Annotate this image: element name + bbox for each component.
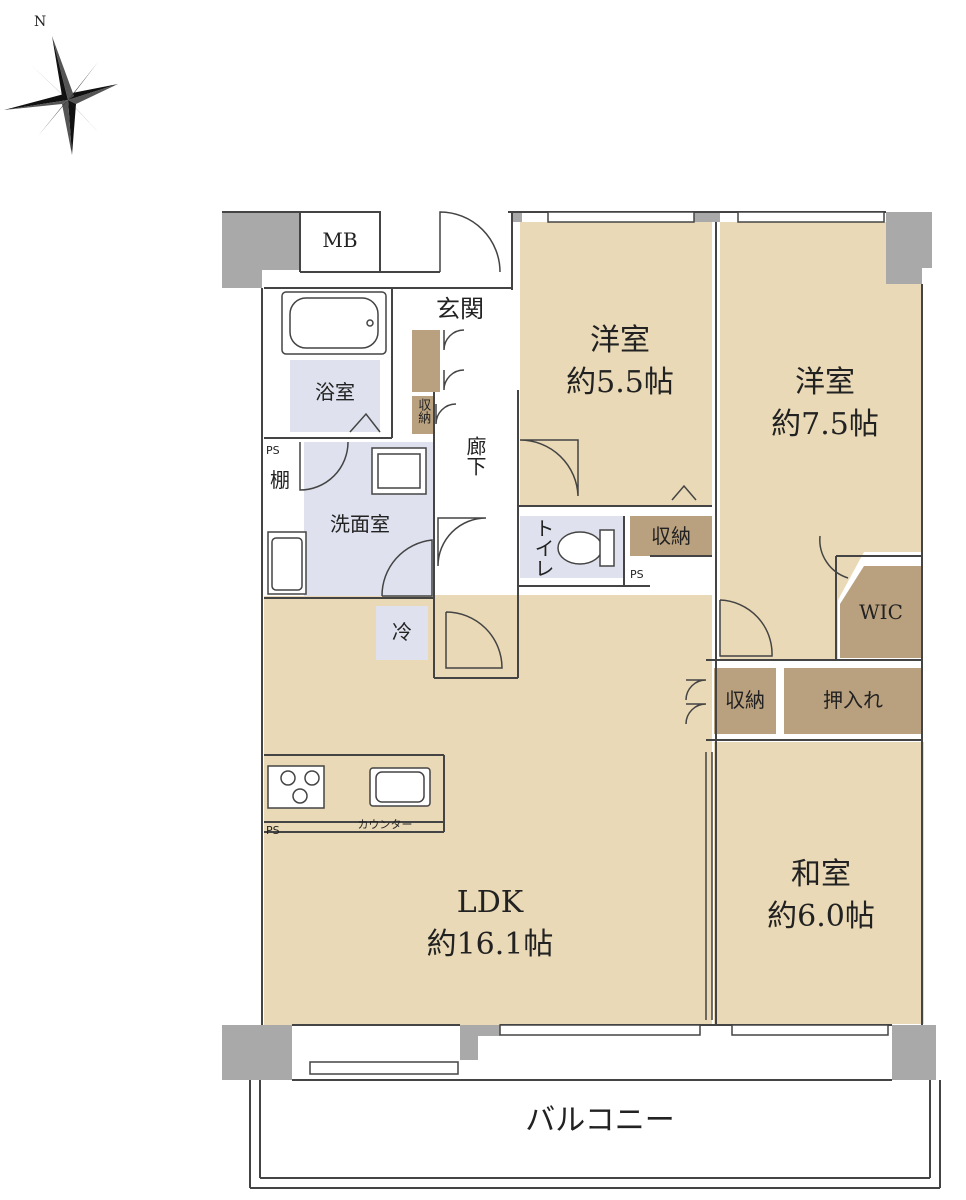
genkan-label: 玄関 <box>436 295 484 323</box>
bath-label: 浴室 <box>315 380 355 404</box>
storage-fills <box>412 330 922 734</box>
balcony-label: バルコニー <box>525 1103 675 1138</box>
door-swings <box>299 211 849 725</box>
mb-label: MB <box>322 228 358 252</box>
hallway-label: 廊下 <box>463 436 487 476</box>
wall-lines <box>222 211 941 1189</box>
western1-size: 約5.5帖 <box>566 365 674 400</box>
wic-label: WIC <box>859 600 903 624</box>
western1-name: 洋室 <box>590 323 650 358</box>
ldk-size: 約16.1帖 <box>426 927 554 962</box>
storage-mid-label: 収納 <box>725 688 765 712</box>
washitsu-name: 和室 <box>791 857 851 892</box>
shelf-label: 棚 <box>270 468 290 492</box>
structural-walls <box>222 212 936 1080</box>
oshiire-label: 押入れ <box>823 688 883 712</box>
western2-name: 洋室 <box>795 365 855 400</box>
toilet-label: トイレ <box>531 518 555 578</box>
storage-small-label: 収納 <box>415 398 431 424</box>
washroom-label: 洗面室 <box>330 512 390 536</box>
ps-label-2: PS <box>266 824 280 837</box>
washitsu-size: 約6.0帖 <box>767 899 875 934</box>
ldk-name: LDK <box>456 885 524 920</box>
ps-label-1: PS <box>266 444 280 457</box>
counter-label: カウンター <box>357 818 413 831</box>
fixtures <box>267 291 615 809</box>
ps-label-3: PS <box>630 568 644 581</box>
western2-size: 約7.5帖 <box>771 407 879 442</box>
windows <box>309 211 889 1075</box>
compass-north-label: N <box>34 14 47 30</box>
storage-toilet-label: 収納 <box>651 524 691 548</box>
compass-icon <box>4 36 118 155</box>
floor-fills <box>264 222 924 1025</box>
fridge-label: 冷 <box>392 620 412 644</box>
